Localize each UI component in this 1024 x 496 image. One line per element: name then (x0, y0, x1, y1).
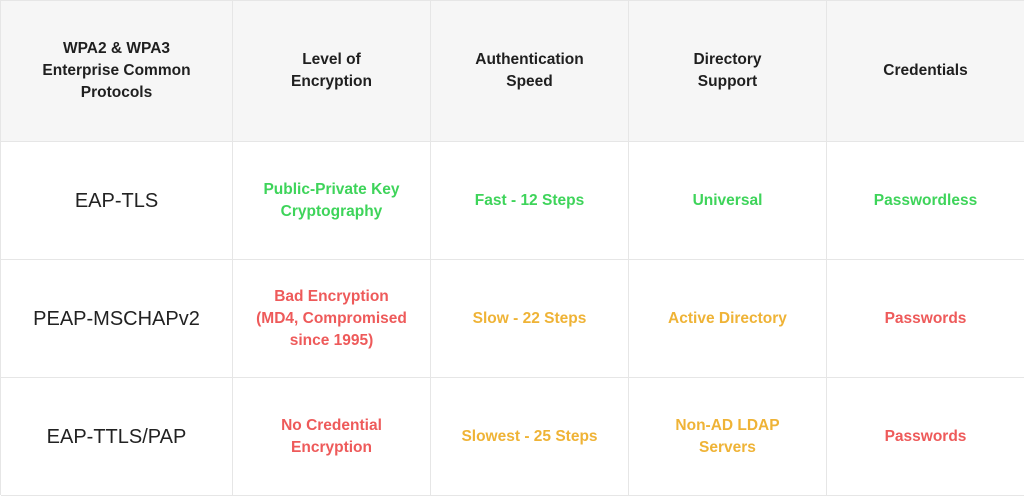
row-1-protocol: EAP-TLS (1, 142, 233, 260)
header-encryption: Level of Encryption (233, 1, 431, 142)
header-auth-speed: Authentication Speed (431, 1, 629, 142)
row-2-directory: Active Directory (629, 260, 827, 378)
row-2-protocol: PEAP-MSCHAPv2 (1, 260, 233, 378)
row-2-credentials: Passwords (827, 260, 1024, 378)
header-directory-support: Directory Support (629, 1, 827, 142)
row-1-credentials: Passwordless (827, 142, 1024, 260)
row-2-speed: Slow - 22 Steps (431, 260, 629, 378)
row-3-speed: Slowest - 25 Steps (431, 378, 629, 496)
row-3-directory: Non-AD LDAP Servers (629, 378, 827, 496)
row-1-directory: Universal (629, 142, 827, 260)
row-3-credentials: Passwords (827, 378, 1024, 496)
header-protocols: WPA2 & WPA3 Enterprise Common Protocols (1, 1, 233, 142)
row-1-speed: Fast - 12 Steps (431, 142, 629, 260)
row-1-encryption: Public-Private Key Cryptography (233, 142, 431, 260)
row-3-protocol: EAP-TTLS/PAP (1, 378, 233, 496)
header-credentials: Credentials (827, 1, 1024, 142)
row-3-encryption: No Credential Encryption (233, 378, 431, 496)
row-2-encryption: Bad Encryption (MD4, Compromised since 1… (233, 260, 431, 378)
